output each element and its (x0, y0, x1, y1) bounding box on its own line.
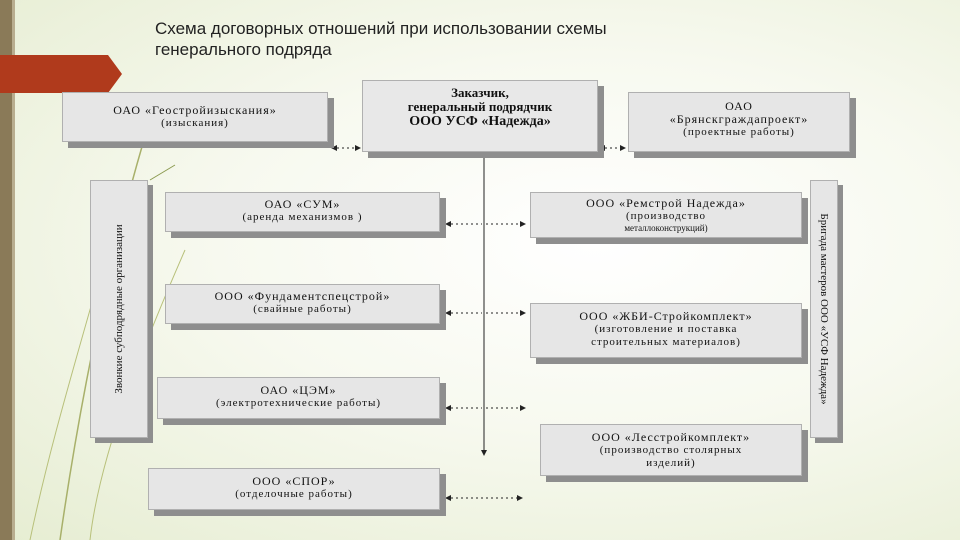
title-text: Схема договорных отношений при использов… (155, 19, 607, 59)
box-left-subcontractors-label (90, 180, 148, 438)
center-line3: ООО УСФ «Надежда» (409, 114, 551, 129)
remstroy-desc: (производство (626, 210, 706, 222)
page-title: Схема договорных отношений при использов… (155, 18, 607, 60)
box-remstroy-nadezhda: ООО «Ремстрой Надежда» (производство мет… (530, 192, 802, 238)
sum-name: ОАО «СУМ» (264, 197, 341, 211)
zhbi-desc2: строительных материалов) (591, 336, 741, 348)
geostroy-name: ОАО «Геостройизыскания» (113, 103, 277, 117)
fundament-desc: (свайные работы) (253, 303, 352, 315)
lesstroy-desc: (производство столярных (599, 444, 743, 456)
remstroy-name: ООО «Ремстрой Надежда» (586, 196, 746, 210)
lesstroy-desc2: изделий) (646, 457, 696, 469)
box-fundamentspecstroy: ООО «Фундаментспецстрой» (свайные работы… (165, 284, 440, 324)
left-decor-strip-light (12, 0, 15, 540)
remstroy-desc2: металлоконструкций) (624, 223, 708, 233)
title-accent-tab (0, 55, 122, 93)
box-geostroy: ОАО «Геостройизыскания» (изыскания) (62, 92, 328, 142)
center-line2: генеральный подрядчик (407, 99, 553, 114)
left-decor-strip (0, 0, 12, 540)
box-cem: ОАО «ЦЭМ» (электротехнические работы) (157, 377, 440, 419)
lesstroy-name: ООО «Лесстройкомплект» (591, 430, 751, 444)
sum-desc: (аренда механизмов ) (242, 211, 363, 223)
bryansk-name2: «Брянскграждапроект» (669, 112, 809, 126)
zhbi-desc: (изготовление и поставка (594, 323, 738, 335)
center-line1: Заказчик, (451, 85, 509, 100)
cem-name: ОАО «ЦЭМ» (260, 383, 337, 397)
left-vertical-label: Звонкие субподрядные организации (113, 224, 125, 394)
box-customer-general-contractor: Заказчик, генеральный подрядчик ООО УСФ … (362, 80, 598, 152)
box-zhbi-stroykomplekt: ООО «ЖБИ-Стройкомплект» (изготовление и … (530, 303, 802, 358)
box-lesstroykomplekt: ООО «Лесстройкомплект» (производство сто… (540, 424, 802, 476)
box-right-brigade-label (810, 180, 838, 438)
spor-name: ООО «СПОР» (252, 474, 336, 488)
bryansk-name: ОАО (725, 99, 753, 113)
spor-desc: (отделочные работы) (235, 488, 353, 500)
bryansk-desc: (проектные работы) (683, 126, 795, 138)
right-vertical-label: Бригада мастеров ООО «УСФ Надежда» (818, 213, 830, 405)
fundament-name: ООО «Фундаментспецстрой» (214, 289, 391, 303)
zhbi-name: ООО «ЖБИ-Стройкомплект» (579, 309, 753, 323)
geostroy-desc: (изыскания) (161, 117, 229, 129)
box-bryanskgrazhdanproekt: ОАО «Брянскграждапроект» (проектные рабо… (628, 92, 850, 152)
box-spor: ООО «СПОР» (отделочные работы) (148, 468, 440, 510)
box-sum: ОАО «СУМ» (аренда механизмов ) (165, 192, 440, 232)
cem-desc: (электротехнические работы) (216, 397, 381, 409)
